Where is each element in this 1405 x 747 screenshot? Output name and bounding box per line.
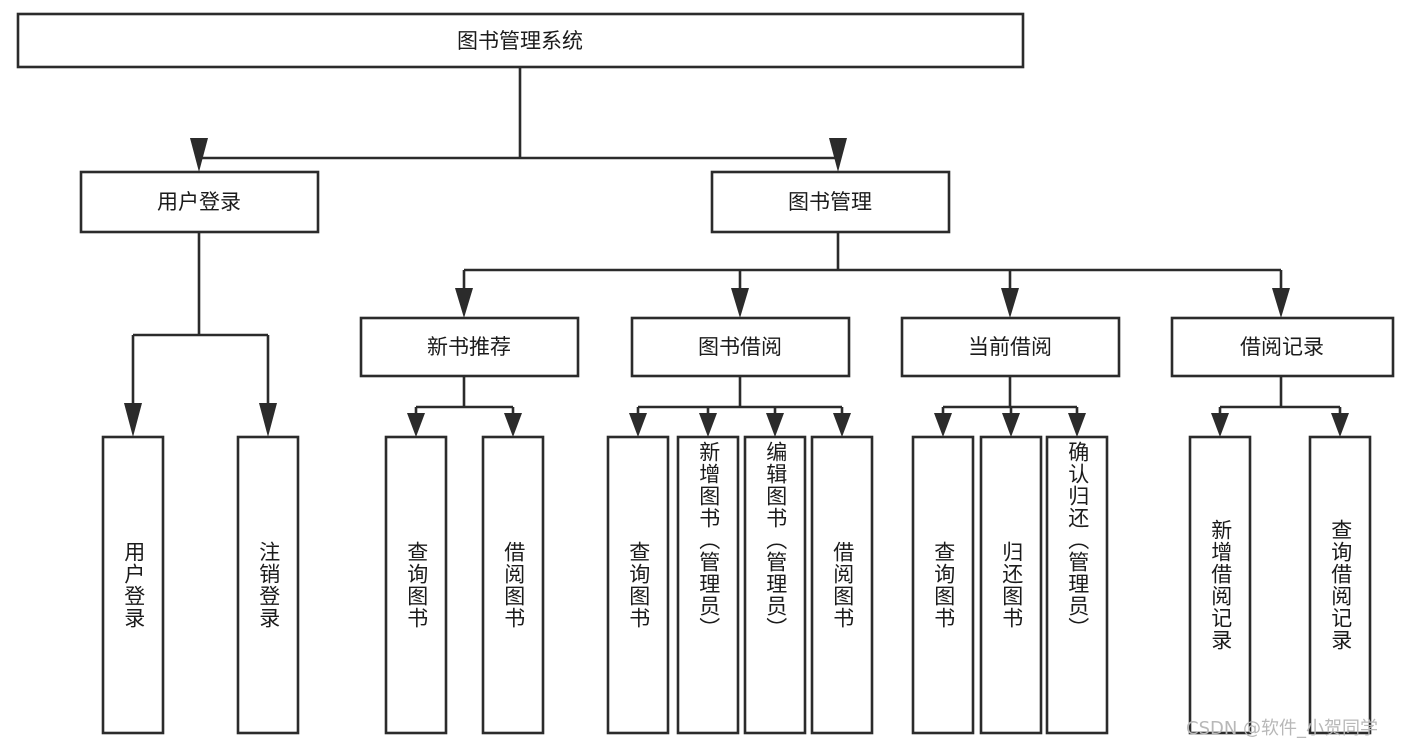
node-borrow-record-label: 借阅记录 (1240, 335, 1324, 359)
node-new-book-label: 新书推荐 (427, 335, 511, 359)
node-root-box[interactable] (16, 12, 1025, 69)
node-borrow-record-box[interactable] (1170, 316, 1395, 378)
leaf-box-add-book-admin[interactable] (676, 435, 740, 735)
csdn-watermark: CSDN @软件_小贺同学 (1186, 718, 1379, 739)
connector-current-borrow-children (934, 376, 1086, 437)
leaf-box-query-book-borrow[interactable] (606, 435, 670, 735)
node-user-login-label: 用户登录 (157, 190, 241, 214)
leaf-box-logout[interactable] (236, 435, 300, 735)
leaf-box-edit-book-admin[interactable] (743, 435, 807, 735)
connector-new-book-children (407, 376, 522, 437)
leaf-box-query-book-current[interactable] (911, 435, 975, 735)
leaf-box-borrow-book-new[interactable] (481, 435, 545, 735)
node-book-borrow-box[interactable] (630, 316, 851, 378)
leaf-box-query-book-new[interactable] (384, 435, 448, 735)
node-current-borrow-box[interactable] (900, 316, 1121, 378)
node-current-borrow-label: 当前借阅 (968, 335, 1052, 359)
leaf-box-return-book[interactable] (979, 435, 1043, 735)
leaf-box-query-borrow-record[interactable] (1308, 435, 1372, 735)
node-new-book-box[interactable] (359, 316, 580, 378)
leaf-box-borrow-book[interactable] (810, 435, 874, 735)
arrow-to-book-manage (829, 138, 847, 172)
node-book-manage-label: 图书管理 (788, 190, 872, 214)
arrow-to-user-login (190, 138, 208, 172)
node-root-label: 图书管理系统 (457, 29, 583, 53)
leaf-box-user-login[interactable] (101, 435, 165, 735)
leaf-box-confirm-return-admin[interactable] (1045, 435, 1109, 735)
node-book-manage-box[interactable] (710, 170, 951, 234)
connector-root-to-level2 (197, 67, 840, 160)
connector-user-login-children (124, 232, 277, 437)
node-user-login-box[interactable] (79, 170, 320, 234)
connector-book-borrow-children (629, 376, 851, 437)
node-book-borrow-label: 图书借阅 (698, 335, 782, 359)
connector-borrow-record-children (1211, 376, 1349, 437)
connector-book-manage-children (455, 232, 1290, 318)
leaf-box-add-borrow-record[interactable] (1188, 435, 1252, 735)
